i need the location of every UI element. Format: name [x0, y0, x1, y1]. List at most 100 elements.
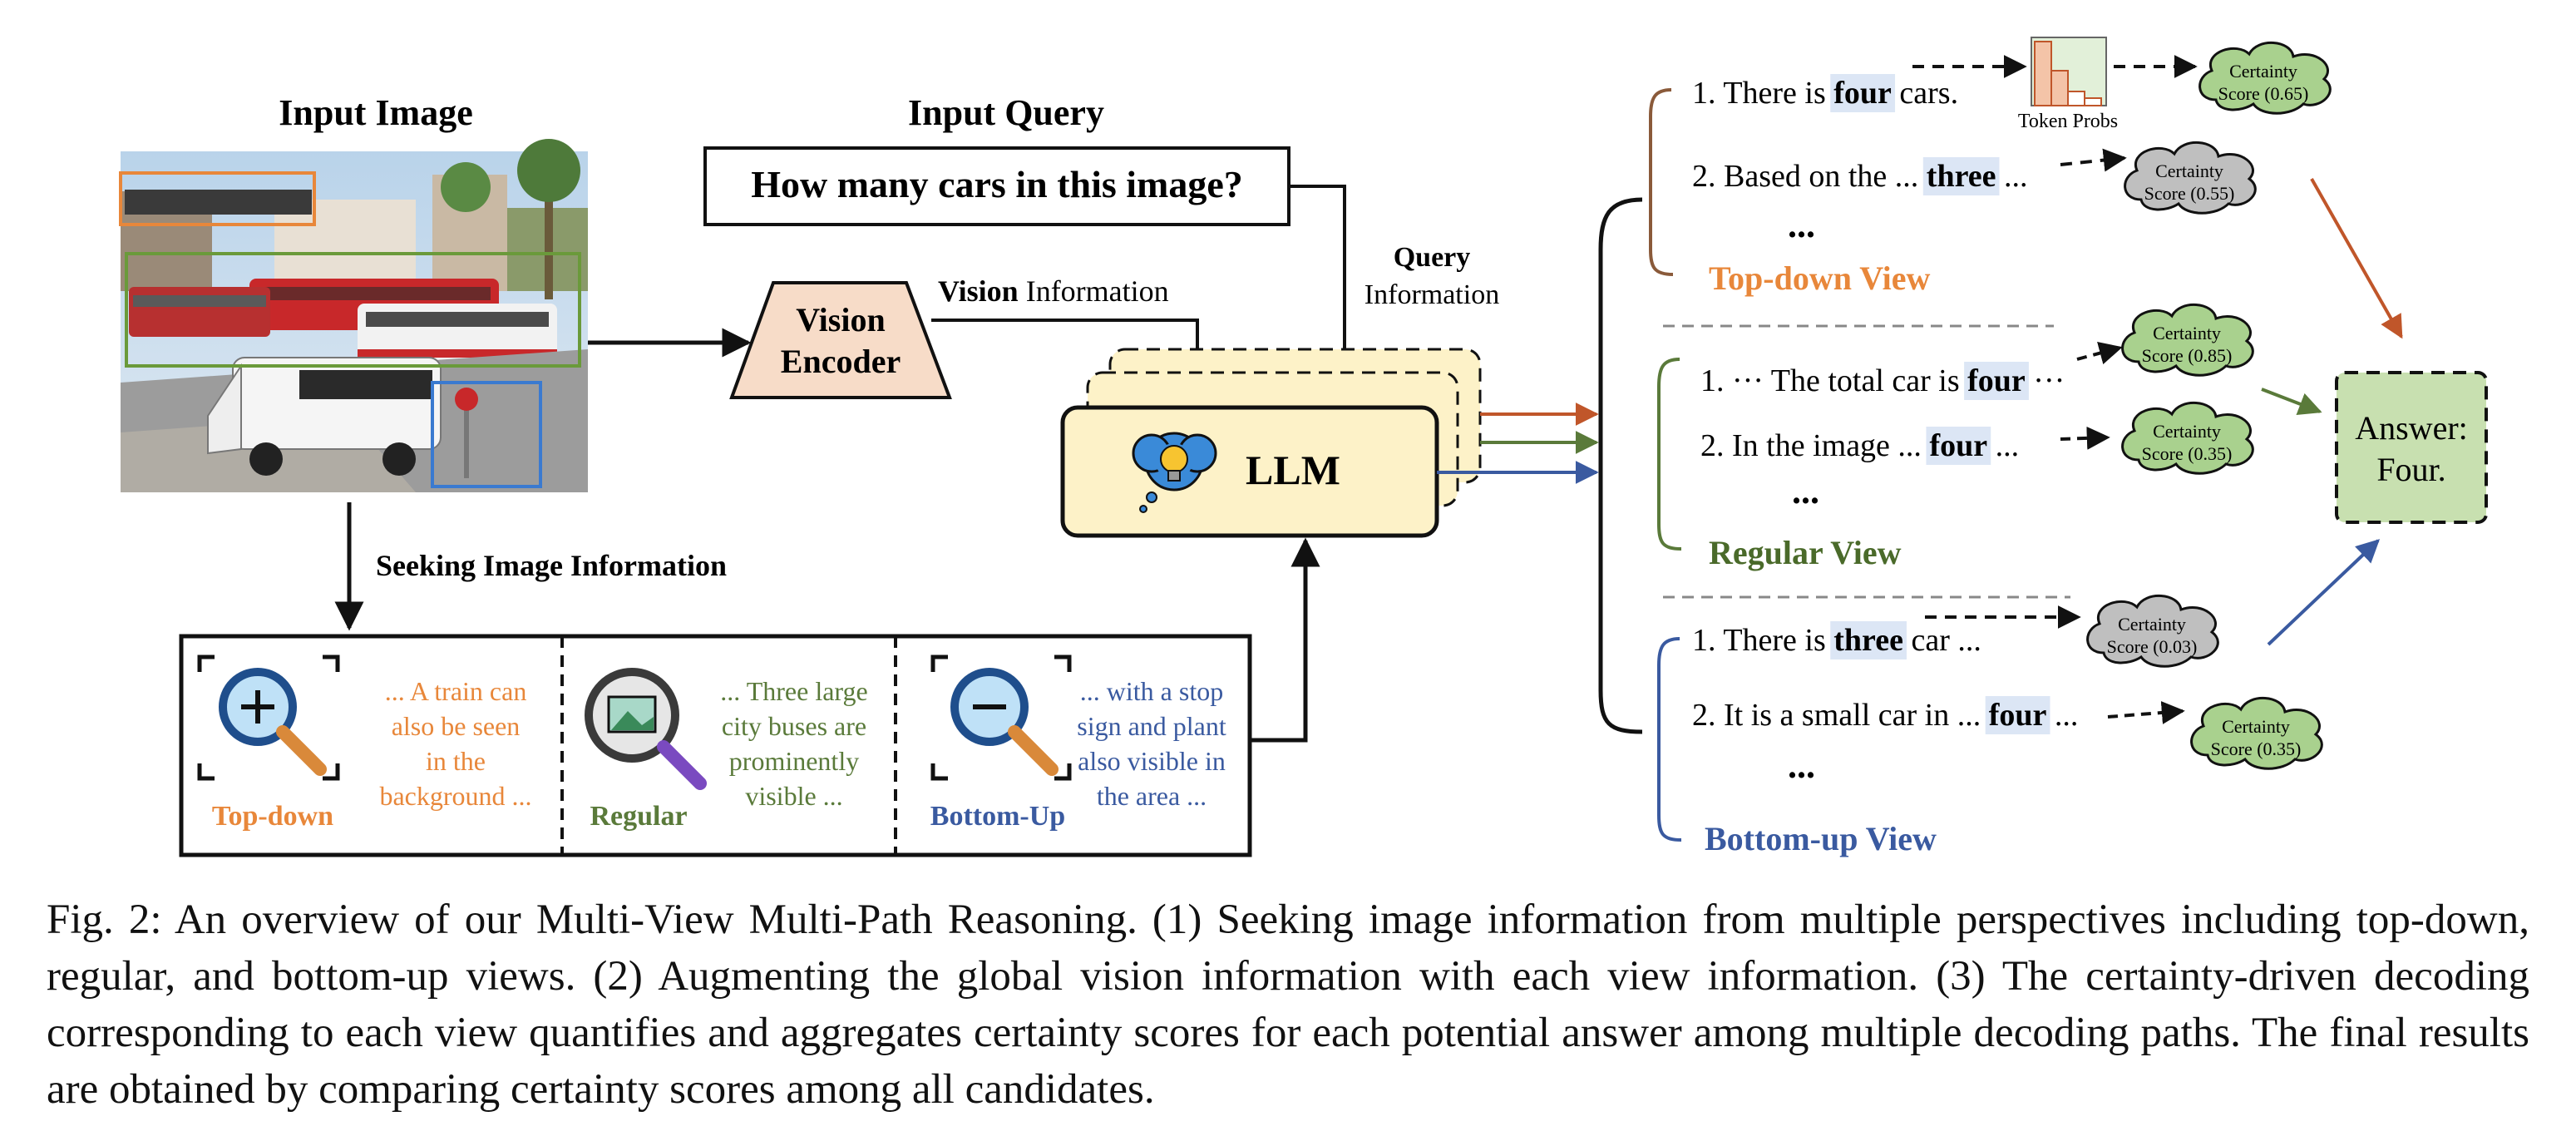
query-info-line2: Information: [1364, 279, 1499, 310]
certainty-score-cloud-regular-1: Certainty Score (0.85): [2121, 304, 2254, 377]
token-probs-chart: [2031, 37, 2107, 106]
views-to-llm-arrow: [1250, 537, 1320, 743]
regular-path1-pre: 1. ··· The total car is: [1700, 363, 1967, 398]
score-regular-1-l2: Score (0.85): [2142, 345, 2233, 366]
bottomup-path2: 2. It is a small car in ... four ...: [1692, 698, 2078, 733]
regular-view-label: Regular View: [1709, 534, 1902, 571]
vision-info-rest: Information: [1019, 274, 1169, 308]
topdown-path1-pre: 1. There is: [1692, 76, 1833, 111]
llm-label: LLM: [1246, 447, 1340, 493]
topdown-path1: 1. There is four cars.: [1692, 76, 1958, 111]
bottomup-brace: [1657, 637, 1682, 842]
bottomup-to-answer-arrow: [2267, 539, 2381, 646]
view-desc-topdown-3: in the: [426, 746, 486, 776]
view-desc-topdown-4: background ...: [379, 781, 531, 811]
regular-path2-post: ...: [1987, 428, 2019, 463]
topdown-path2-score-arrow: [2060, 148, 2127, 172]
bottomup-path2-post: ...: [2046, 698, 2078, 733]
topdown-ellipsis: ...: [1788, 205, 1815, 245]
bottomup-path2-keyword: four: [1989, 698, 2047, 733]
certainty-score-cloud-bottomup-2: Certainty Score (0.35): [2190, 697, 2323, 770]
bottomup-path2-score-arrow: [2107, 700, 2185, 724]
regular-path1-post: ···: [2026, 363, 2065, 398]
topdown-path1-post: cars.: [1892, 76, 1958, 111]
regular-path2-score-arrow: [2060, 426, 2110, 450]
topdown-path2-pre: 2. Based on the ...: [1692, 159, 1927, 194]
view-desc-bottomup-3: also visible in: [1078, 746, 1226, 776]
view-desc-bottomup-4: the area ...: [1097, 781, 1207, 811]
regular-brace: [1657, 358, 1682, 551]
topdown-brace: [1649, 88, 1674, 276]
score-bottomup-2-l2: Score (0.35): [2211, 738, 2302, 759]
view-desc-bottomup-2: sign and plant: [1077, 711, 1226, 741]
view-desc-regular-2: city buses are: [722, 711, 866, 741]
view-desc-regular-4: visible ...: [745, 781, 842, 811]
keyword-highlight: [1926, 427, 1991, 465]
token-probs-label: Token Probs: [2018, 111, 2118, 132]
topdown-view-label: Top-down View: [1709, 259, 1931, 297]
view-desc-regular-3: prominently: [729, 746, 859, 776]
answer-box: [2335, 371, 2488, 524]
answer-line1: Answer:: [2355, 409, 2468, 447]
certainty-score-cloud-bottomup-1: Certainty Score (0.03): [2086, 595, 2219, 668]
score-bottomup-2-l1: Certainty: [2222, 716, 2290, 737]
view-desc-bottomup-1: ... with a stop: [1080, 676, 1223, 706]
overview-diagram: Input Image: [119, 37, 2488, 857]
regular-ellipsis: ...: [1792, 471, 1819, 511]
regular-path2-pre: 2. In the image ...: [1700, 428, 1929, 463]
vision-encoder-shape: [729, 281, 952, 399]
vision-info-label: Vision Information: [938, 274, 1169, 308]
topdown-path1-keyword: four: [1833, 76, 1892, 111]
view-name-topdown: Top-down: [212, 801, 333, 832]
bottomup-path1-post: car ...: [1903, 623, 1981, 658]
score-regular-1-l1: Certainty: [2153, 323, 2221, 343]
bottomup-path1-pre: 1. There is: [1692, 623, 1833, 658]
keyword-highlight: [1922, 157, 2000, 195]
score-bottomup-1-l1: Certainty: [2118, 614, 2186, 635]
certainty-score-cloud-topdown-1: Certainty Score (0.65): [2198, 42, 2332, 115]
topdown-path2-keyword: three: [1927, 159, 1996, 194]
bottomup-path2-pre: 2. It is a small car in ...: [1692, 698, 1989, 733]
score-topdown-2-l2: Score (0.55): [2144, 183, 2235, 204]
query-box: [703, 146, 1290, 226]
score-topdown-1-l2: Score (0.65): [2218, 83, 2309, 104]
certainty-score-cloud-topdown-2: Certainty Score (0.55): [2124, 141, 2257, 215]
view-desc-topdown-2: also be seen: [392, 711, 521, 741]
view-desc-topdown-1: ... A train can: [385, 676, 527, 706]
image-magnifier-icon: [585, 668, 707, 790]
regular-path2-keyword: four: [1929, 428, 1987, 463]
score-regular-2-l1: Certainty: [2153, 421, 2221, 442]
bottomup-path1-keyword: three: [1833, 623, 1903, 658]
query-text: How many cars in this image?: [751, 163, 1243, 205]
score-regular-2-l2: Score (0.35): [2142, 443, 2233, 464]
bottomup-ellipsis: ...: [1788, 745, 1815, 786]
zoom-out-magnifier-icon: [930, 654, 1072, 781]
regular-path1: 1. ··· The total car is four ···: [1700, 363, 2065, 398]
view-desc-regular-1: ... Three large: [720, 676, 867, 706]
score-topdown-2-l1: Certainty: [2155, 161, 2223, 181]
vision-info-bold: Vision: [938, 274, 1019, 308]
keyword-highlight: [1830, 621, 1907, 659]
input-image-title: Input Image: [279, 92, 473, 133]
vision-encoder-line2: Encoder: [781, 343, 901, 380]
regular-path1-score-arrow: [2076, 342, 2123, 365]
outer-brace: [1598, 197, 1643, 734]
score-bottomup-1-l2: Score (0.03): [2107, 636, 2198, 657]
regular-path2: 2. In the image ... four ...: [1700, 428, 2019, 463]
zoom-in-magnifier-icon: [197, 654, 340, 781]
query-info-line1: Query: [1394, 242, 1471, 273]
topdown-to-answer-arrow: [2310, 178, 2403, 339]
bottomup-view-label: Bottom-up View: [1705, 820, 1937, 857]
keyword-highlight: [1985, 696, 2050, 734]
vision-encoder-line1: Vision: [796, 301, 885, 338]
certainty-score-cloud-regular-2: Certainty Score (0.35): [2121, 402, 2254, 475]
score-topdown-1-l1: Certainty: [2229, 61, 2297, 82]
input-query-title: Input Query: [908, 92, 1104, 133]
regular-path1-keyword: four: [1967, 363, 2026, 398]
query-to-llm-arrow: [1289, 185, 1356, 400]
regular-to-answer-arrow: [2261, 388, 2322, 415]
answer-line2: Four.: [2376, 451, 2445, 488]
lightbulb-cloud-icon: [1132, 432, 1217, 513]
input-photo: [119, 139, 588, 492]
topdown-path2: 2. Based on the ... three ...: [1692, 159, 2028, 194]
